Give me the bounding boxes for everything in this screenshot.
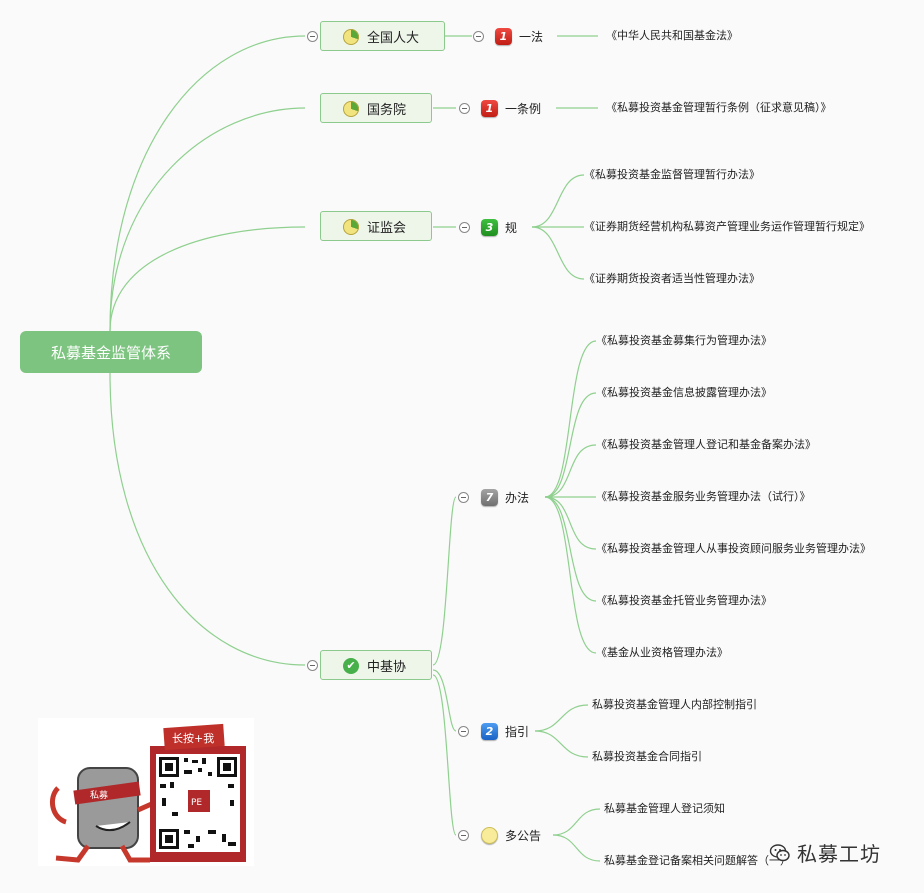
link-m-l5 xyxy=(544,496,597,550)
pie-icon xyxy=(343,29,359,45)
leaf-item[interactable]: 《中华人民共和国基金法》 xyxy=(606,29,738,42)
link-csrc-l3 xyxy=(531,226,585,280)
qr-center-logo: PE xyxy=(191,798,202,808)
topic-npc[interactable]: 全国人大 xyxy=(320,21,445,51)
subtopic-law[interactable]: 1 一法 xyxy=(495,26,543,46)
leaf-item[interactable]: 《私募投资基金管理人登记和基金备案办法》 xyxy=(596,438,816,451)
pie-icon xyxy=(343,101,359,117)
link-root-csrc xyxy=(109,226,306,332)
link-m-l1 xyxy=(544,340,597,498)
brand-watermark: 私募工坊 xyxy=(769,838,881,867)
leaf-item[interactable]: 《私募投资基金募集行为管理办法》 xyxy=(596,334,772,347)
link-root-amac xyxy=(109,372,306,666)
leaf-item[interactable]: 《证券期货投资者适当性管理办法》 xyxy=(584,272,760,285)
link-m-l7 xyxy=(544,496,597,654)
collapse-toggle[interactable] xyxy=(307,660,318,671)
link-m-l6 xyxy=(544,496,597,602)
topic-csrc[interactable]: 证监会 xyxy=(320,211,432,241)
subtopic-label: 规 xyxy=(505,220,518,235)
subtopic-label: 一法 xyxy=(519,29,544,44)
leaf-item[interactable]: 《私募投资基金管理暂行条例（征求意见稿）》 xyxy=(606,101,832,114)
subtopic-label: 多公告 xyxy=(505,828,542,843)
brand-name: 私募工坊 xyxy=(797,842,881,866)
link-m-l3 xyxy=(544,444,597,498)
leaf-item[interactable]: 私募投资基金合同指引 xyxy=(592,750,702,763)
collapse-toggle[interactable] xyxy=(307,31,318,42)
leaf-item[interactable]: 私募基金管理人登记须知 xyxy=(604,802,725,815)
topic-state-council[interactable]: 国务院 xyxy=(320,93,432,123)
leaf-item[interactable]: 《私募投资基金管理人从事投资顾问服务业务管理办法》 xyxy=(596,542,871,555)
subtopic-label: 办法 xyxy=(505,490,530,505)
link-amac-sub3 xyxy=(432,674,457,836)
link-csrc-l1 xyxy=(531,174,585,228)
root-topic[interactable]: 私募基金监管体系 xyxy=(20,331,202,373)
topic-label: 国务院 xyxy=(367,102,407,118)
link-n-l1 xyxy=(552,808,601,836)
leaf-item[interactable]: 《私募投资基金监督管理暂行办法》 xyxy=(584,168,760,181)
link-root-state-council xyxy=(109,107,306,332)
mascot-illustration: 私募 xyxy=(49,767,158,863)
mascot-text: 私募 xyxy=(90,789,108,801)
qr-card: 长按+我 PE xyxy=(150,723,246,862)
collapse-toggle[interactable] xyxy=(458,492,469,503)
topic-label: 证监会 xyxy=(367,220,407,236)
leaf-item[interactable]: 《证券期货经营机构私募资产管理业务运作管理暂行规定》 xyxy=(584,220,870,233)
subtopic-notices[interactable]: 多公告 xyxy=(481,825,541,845)
qr-promo-image: 私募 长按+我 PE xyxy=(38,718,254,866)
subtopic-measures[interactable]: 7 办法 xyxy=(481,487,529,507)
count-badge: 7 xyxy=(481,488,498,506)
collapse-toggle[interactable] xyxy=(459,103,470,114)
collapse-toggle[interactable] xyxy=(458,830,469,841)
count-badge: 1 xyxy=(495,27,512,45)
wechat-icon xyxy=(769,843,790,861)
subtopic-guidelines[interactable]: 2 指引 xyxy=(481,721,529,741)
check-icon: ✔ xyxy=(343,658,359,674)
collapse-toggle[interactable] xyxy=(473,31,484,42)
leaf-item[interactable]: 《私募投资基金托管业务管理办法》 xyxy=(596,594,772,607)
collapse-toggle[interactable] xyxy=(459,222,470,233)
topic-label: 中基协 xyxy=(367,659,407,675)
pie-icon xyxy=(343,219,359,235)
topic-label: 全国人大 xyxy=(367,30,420,46)
pending-icon xyxy=(481,826,498,844)
subtopic-rules[interactable]: 3 规 xyxy=(481,217,517,237)
count-badge: 2 xyxy=(481,722,498,740)
leaf-item[interactable]: 私募投资基金管理人内部控制指引 xyxy=(592,698,757,711)
link-g-l1 xyxy=(534,704,589,732)
link-amac-sub2 xyxy=(432,669,457,732)
link-g-l2 xyxy=(534,730,589,758)
leaf-item[interactable]: 私募基金登记备案相关问题解答（一） xyxy=(604,854,791,867)
leaf-item[interactable]: 《私募投资基金信息披露管理办法》 xyxy=(596,386,772,399)
link-m-l2 xyxy=(544,392,597,498)
subtopic-label: 一条例 xyxy=(505,101,542,116)
subtopic-label: 指引 xyxy=(505,724,530,739)
link-amac-sub1 xyxy=(432,496,457,666)
subtopic-regulation[interactable]: 1 一条例 xyxy=(481,98,541,118)
link-root-npc xyxy=(109,35,306,332)
leaf-item[interactable]: 《基金从业资格管理办法》 xyxy=(596,646,728,659)
leaf-item[interactable]: 《私募投资基金服务业务管理办法（试行）》 xyxy=(596,490,811,503)
stamp-text: 长按+我 xyxy=(172,731,214,745)
collapse-toggle[interactable] xyxy=(458,726,469,737)
link-n-l2 xyxy=(552,834,601,862)
topic-amac[interactable]: ✔ 中基协 xyxy=(320,650,432,680)
count-badge: 1 xyxy=(481,99,498,117)
count-badge: 3 xyxy=(481,218,498,236)
